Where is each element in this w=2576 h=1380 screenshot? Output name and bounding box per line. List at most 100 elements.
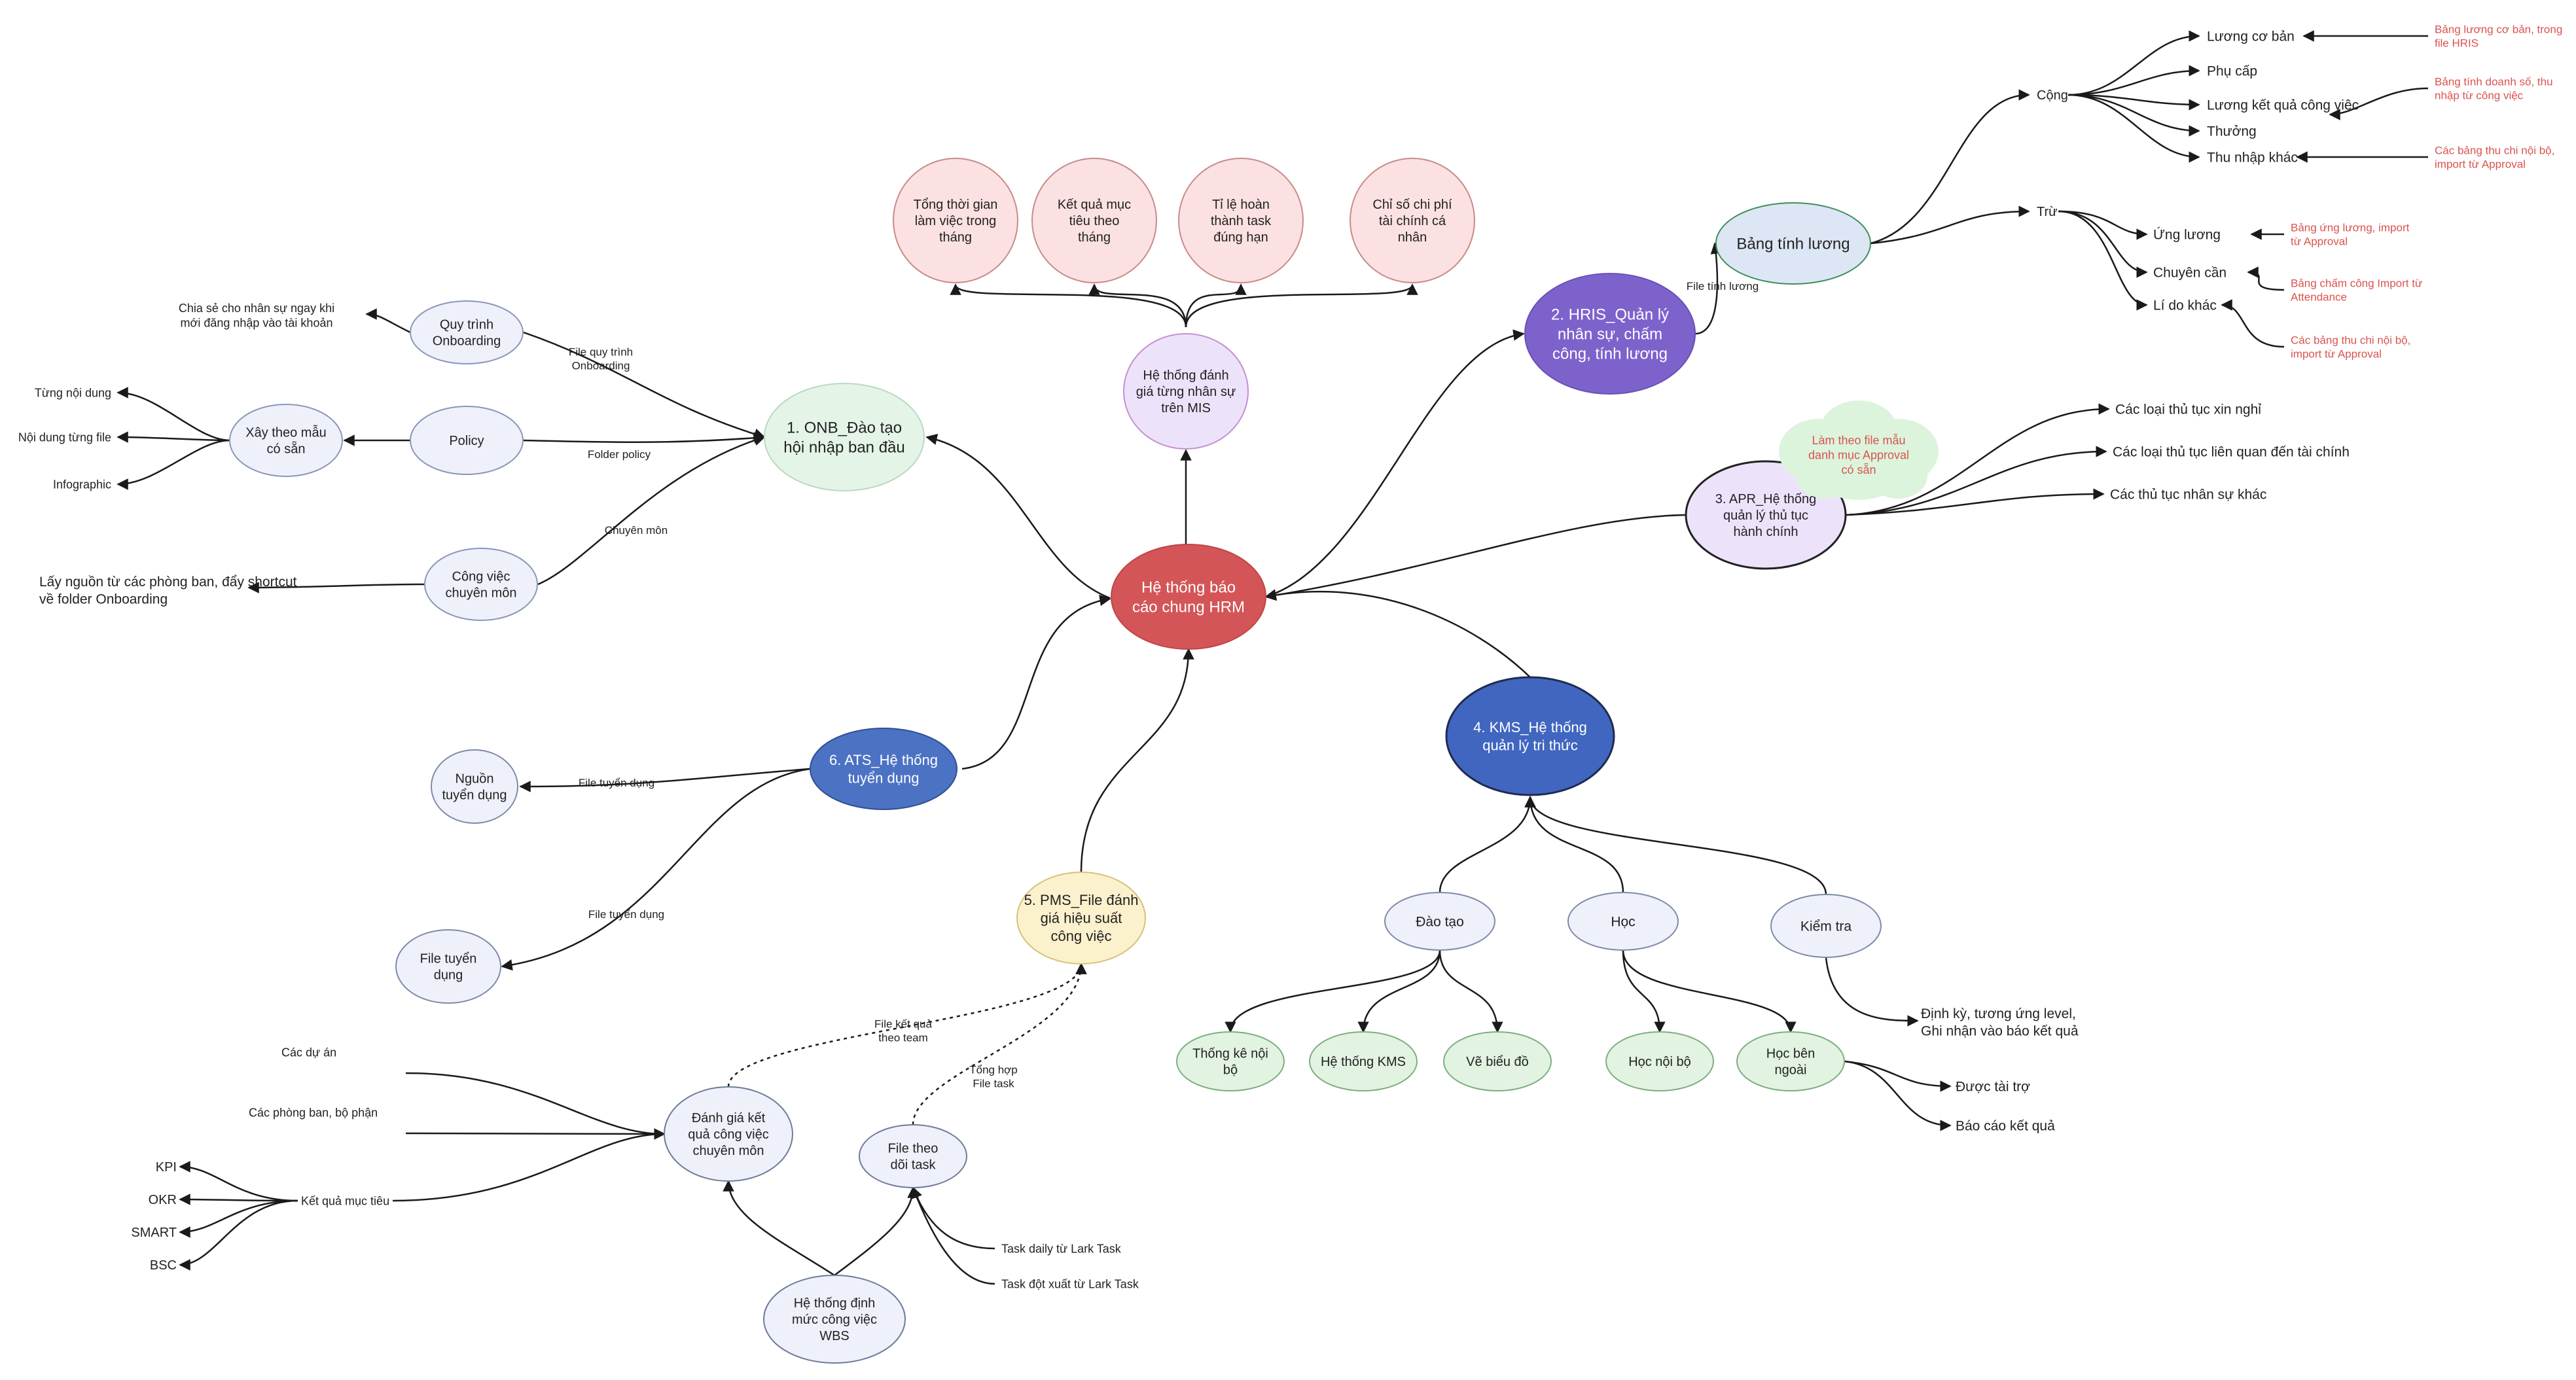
- learn-item-1[interactable]: Học nội bộ: [1605, 1031, 1714, 1091]
- edge-center-kms: [1264, 589, 1531, 678]
- edge-ats-center: [961, 594, 1111, 770]
- kms-training-node[interactable]: Đào tạo: [1384, 892, 1495, 951]
- eval-source-2: Các phòng ban, bộ phận: [249, 1106, 378, 1119]
- training-item-2[interactable]: Hệ thống KMS: [1309, 1031, 1418, 1091]
- edge-payroll-add: [1870, 89, 2030, 245]
- edge-mis-metric-4: [1185, 283, 1418, 328]
- link-source: File tuyển dụng: [579, 777, 654, 789]
- policy-node-label: Policy: [449, 434, 484, 448]
- kms-training-node-shape: [1384, 892, 1495, 951]
- edge-kms-learn: [1524, 796, 1624, 893]
- edge-ats-file: [501, 768, 811, 971]
- payroll-node[interactable]: Bảng tính lương: [1715, 202, 1871, 285]
- edge-pro-note: [247, 582, 425, 593]
- add-item-4: Thưởng: [2207, 124, 2257, 139]
- onb-node-shape: [764, 383, 925, 491]
- hris-note-3: Các bảng thu chi nội bộ,import từ Approv…: [2435, 144, 2554, 170]
- training-item-3-shape: [1443, 1031, 1552, 1091]
- task-item-2: Task đột xuất từ Lark Task: [1001, 1277, 1139, 1290]
- payroll-node-shape: [1715, 202, 1871, 285]
- kms-test-node[interactable]: Kiểm tra: [1770, 894, 1882, 958]
- training-item-1-shape: [1176, 1031, 1285, 1091]
- mis-metric-2-shape: [1031, 158, 1157, 283]
- edge-onboarding-note: [365, 308, 411, 334]
- link-policy: Folder policy: [588, 448, 651, 461]
- apr-item-2: Các loại thủ tục liên quan đến tài chính: [2113, 444, 2350, 459]
- edge-wbs-eval: [723, 1180, 835, 1277]
- add-item-2: Phụ cấp: [2207, 63, 2257, 79]
- task-item-1: Task daily từ Lark Task: [1001, 1242, 1122, 1255]
- add-label: Cộng: [2037, 88, 2068, 103]
- edge-okr-eval: [392, 1128, 666, 1202]
- center-node-shape: [1111, 544, 1266, 650]
- okr-item-1: KPI: [156, 1160, 177, 1175]
- edge-test-note: [1825, 957, 1919, 1027]
- cloud-puff-6: [1869, 454, 1927, 499]
- edge-outside-item-1: [1844, 1060, 1952, 1092]
- source-node-shape: [431, 749, 518, 824]
- sub-label: Trừ: [2037, 205, 2058, 219]
- learn-item-1-shape: [1605, 1031, 1714, 1091]
- edge-ats-source: [519, 768, 811, 792]
- edge-add-item-3: [2067, 94, 2200, 111]
- okr-label: Kết quả mục tiêu: [301, 1194, 389, 1207]
- link-pro: Chuyên môn: [605, 524, 668, 537]
- build-node-shape: [229, 404, 343, 477]
- edge-center-hris: [1265, 329, 1525, 598]
- learn-item-2-shape: [1736, 1031, 1845, 1091]
- edge-build-item-1: [116, 387, 230, 442]
- edge-apr-item-2: [1845, 446, 2107, 516]
- task-node-shape: [859, 1124, 967, 1188]
- edge-okr-item-4: [179, 1199, 298, 1271]
- edge-onb-pro: [537, 434, 766, 586]
- kms-node-shape: [1445, 676, 1615, 796]
- edge-training-item-1: [1225, 949, 1441, 1033]
- edge-kms-test: [1524, 796, 1827, 895]
- policy-node[interactable]: Policy: [410, 406, 524, 475]
- edge-note-5: [2247, 266, 2285, 291]
- edge-eval-pms: [727, 963, 1087, 1088]
- connector-lines: [116, 30, 2429, 1285]
- build-item-3: Infographic: [53, 478, 111, 491]
- sub-item-3: Lí do khác: [2153, 298, 2217, 313]
- training-item-3[interactable]: Vẽ biểu đồ: [1443, 1031, 1552, 1091]
- kms-learn-node[interactable]: Học: [1567, 892, 1679, 951]
- policy-node-shape: [410, 406, 524, 475]
